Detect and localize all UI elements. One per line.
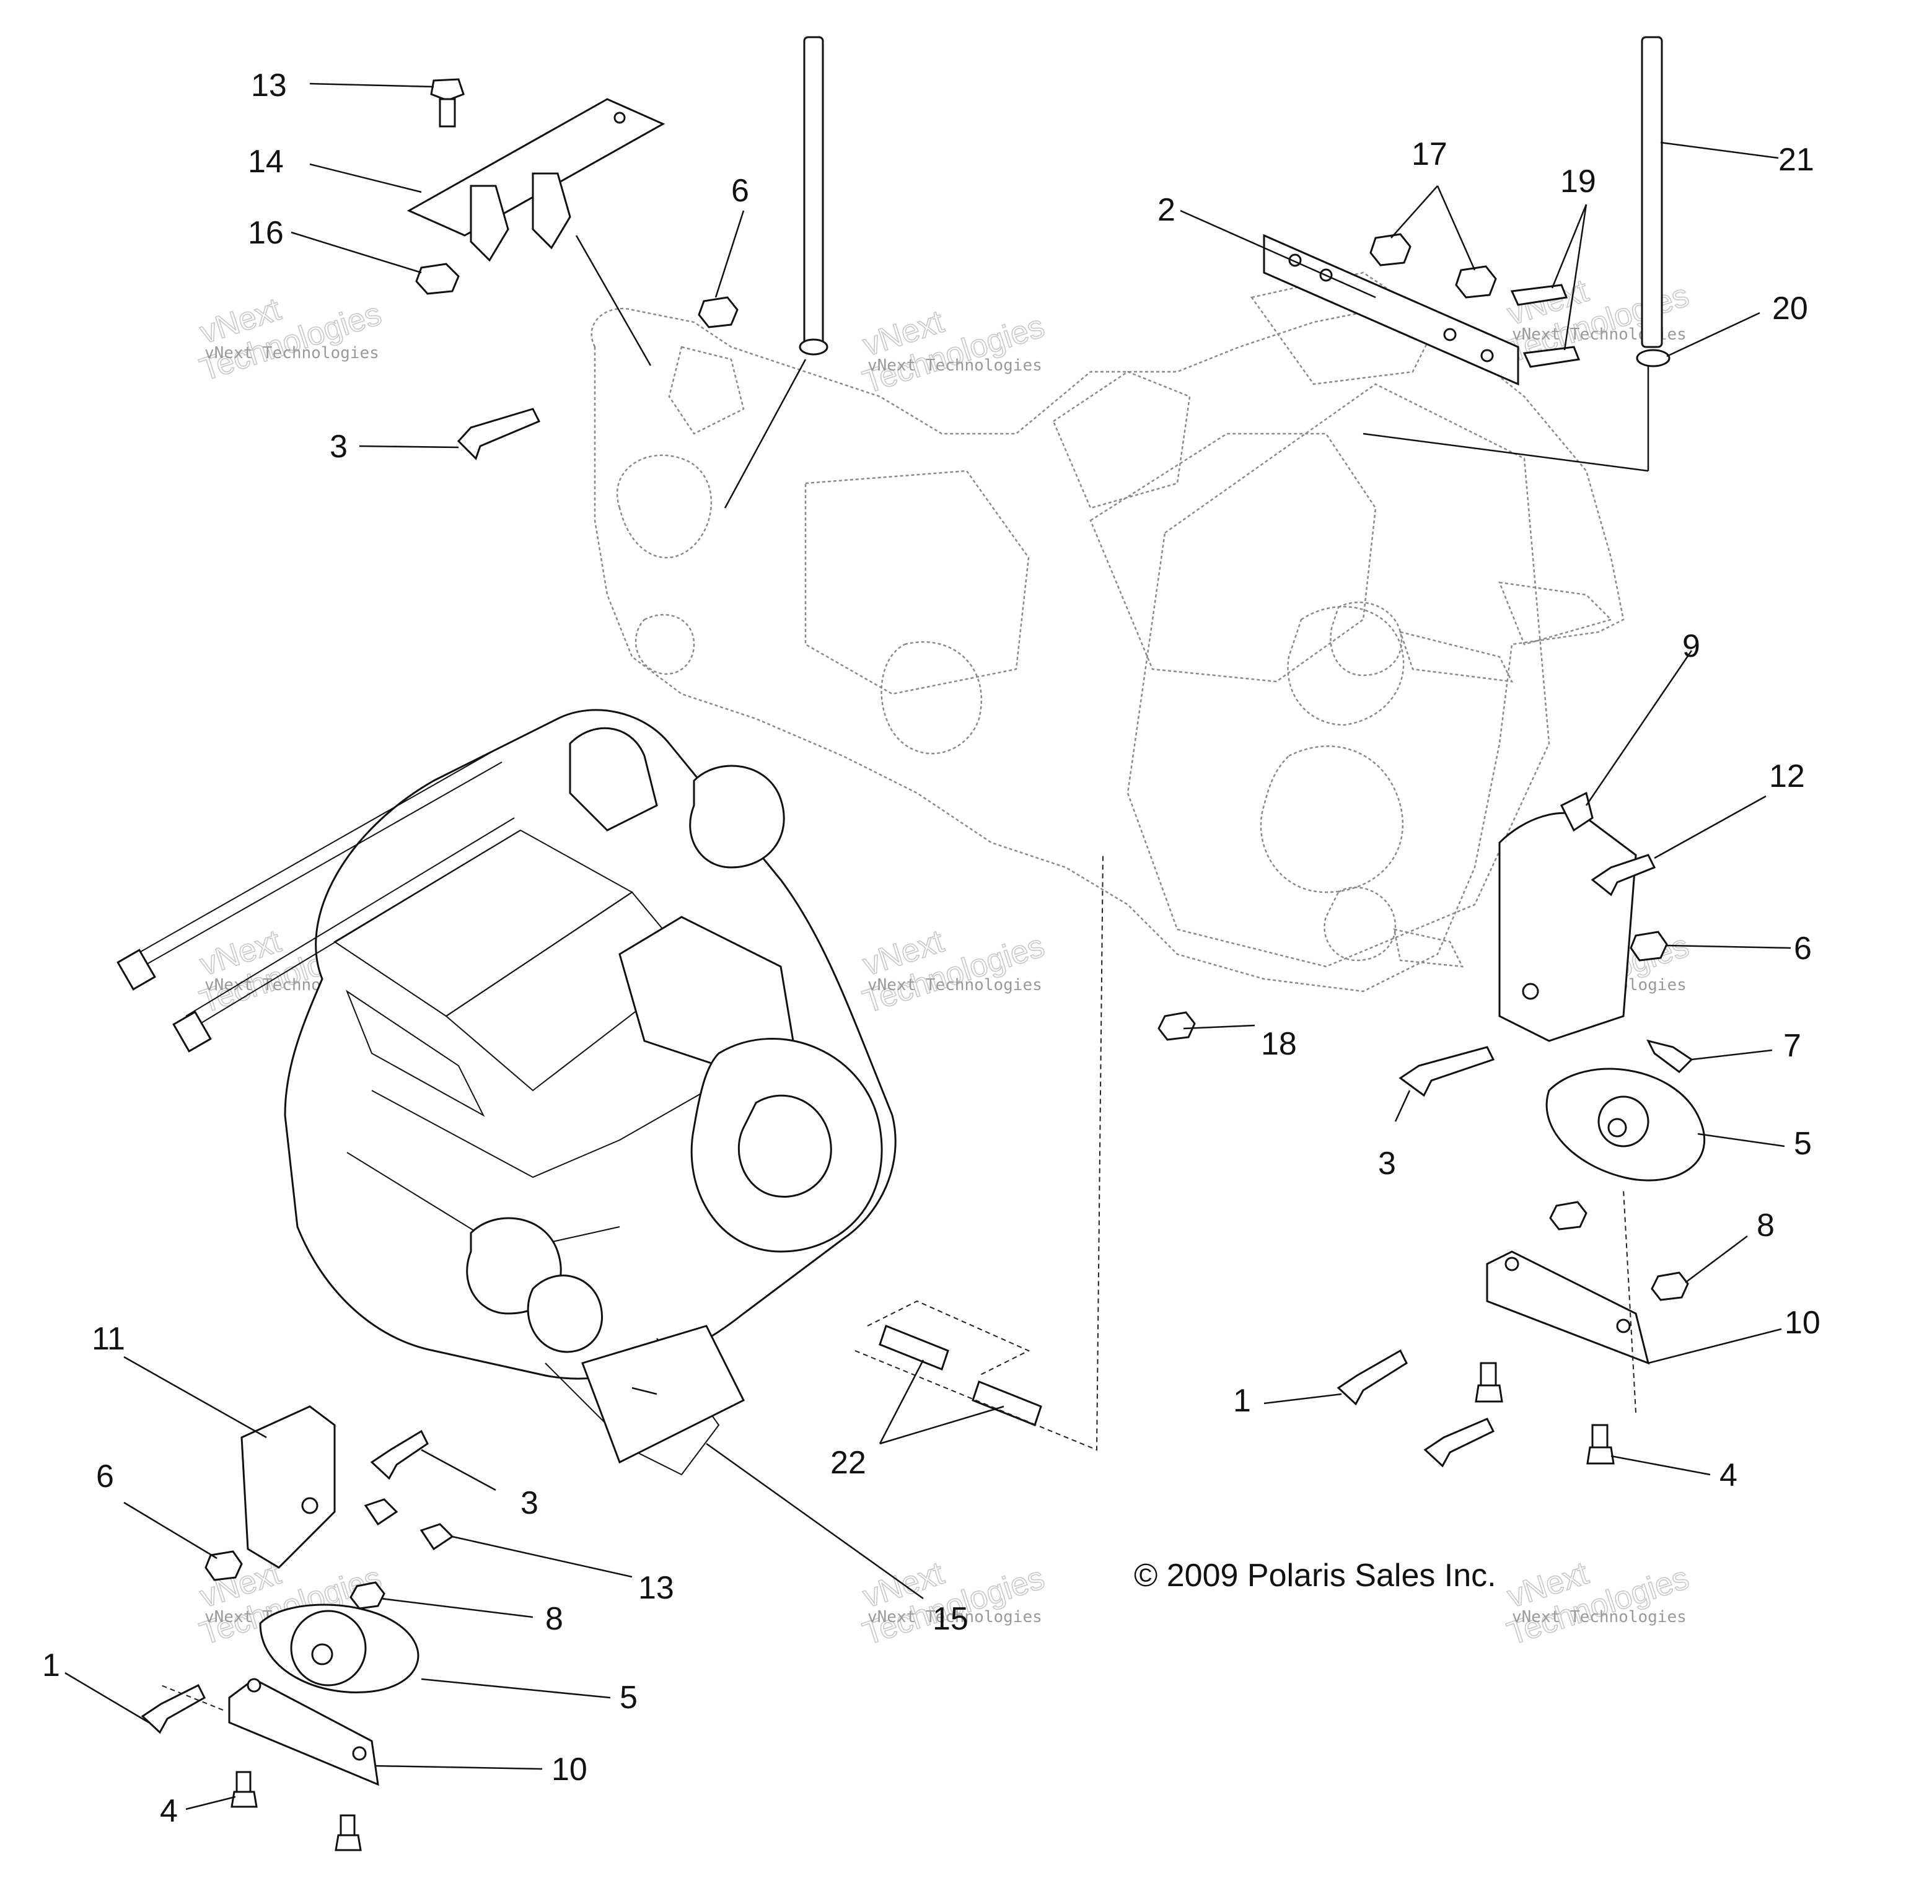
callout-3-lower: 3 xyxy=(520,1485,538,1521)
bolt-7 xyxy=(1646,1039,1693,1073)
bolt-19b xyxy=(1522,346,1581,368)
watermark: vNext Technologies vNext Technologies xyxy=(858,303,1049,401)
callout-17: 17 xyxy=(1412,136,1447,172)
callout-5-left: 5 xyxy=(620,1680,638,1716)
bolt-3-top xyxy=(457,408,541,460)
bracket-14 xyxy=(406,98,665,262)
callout-15: 15 xyxy=(933,1601,968,1637)
watermark-small: vNext Technologies xyxy=(867,356,1042,375)
nut-17a xyxy=(1369,233,1412,266)
copyright-text: © 2009 Polaris Sales Inc. xyxy=(1134,1558,1496,1594)
bolt-right-extra xyxy=(1423,1418,1495,1468)
nut-6-top xyxy=(698,296,739,328)
callout-21: 21 xyxy=(1778,142,1814,178)
callout-6-top: 6 xyxy=(731,173,749,209)
watermark-small: vNext Technologies xyxy=(1512,1608,1687,1626)
stud-22b xyxy=(972,1380,1042,1426)
watermark-small: vNext Technologies xyxy=(867,976,1042,994)
nut-16 xyxy=(415,263,460,295)
callout-2: 2 xyxy=(1157,192,1175,228)
rod-left xyxy=(799,36,828,356)
callout-19: 19 xyxy=(1560,164,1596,200)
callout-20: 20 xyxy=(1772,291,1808,327)
nut-6-right xyxy=(1630,931,1668,962)
callout-6-right: 6 xyxy=(1794,931,1812,967)
bolt-13-lower-b xyxy=(419,1523,454,1551)
bracket-11 xyxy=(240,1405,336,1569)
bolt-1-right xyxy=(1337,1349,1408,1406)
watermark-small: vNext Technologies xyxy=(204,344,379,362)
watermark: vNext Technologies vNext Technologies xyxy=(858,923,1049,1020)
callout-16: 16 xyxy=(248,215,284,251)
nut-17b xyxy=(1455,265,1497,299)
bolt-3-lower xyxy=(370,1429,429,1480)
leader-lines xyxy=(64,82,1791,1810)
bolt-4-right-a xyxy=(1475,1362,1503,1403)
callout-9: 9 xyxy=(1682,628,1700,664)
bolt-13-lower-a xyxy=(364,1498,398,1526)
bracket-9 xyxy=(1498,791,1637,1042)
bolt-4-left-a xyxy=(231,1771,258,1808)
callout-8-right: 8 xyxy=(1757,1208,1775,1244)
callout-3-top: 3 xyxy=(330,429,348,465)
watermark: vNext Technologies vNext Technologies xyxy=(1503,1555,1693,1652)
transmission-ghost xyxy=(591,271,1625,993)
nut-8-left xyxy=(349,1581,385,1610)
bolt-19a xyxy=(1510,284,1568,306)
callout-14: 14 xyxy=(248,144,284,180)
callout-10-left: 10 xyxy=(551,1752,587,1788)
bolt-13-top xyxy=(430,78,465,128)
callout-3-right: 3 xyxy=(1378,1146,1396,1182)
stud-22a xyxy=(879,1325,949,1371)
callout-13-lower: 13 xyxy=(638,1570,674,1606)
callout-12: 12 xyxy=(1769,758,1805,794)
mount-5-right xyxy=(1545,1068,1706,1182)
engine-assembly xyxy=(116,709,897,1476)
clip-20 xyxy=(1636,349,1671,367)
rod-right xyxy=(1641,36,1663,348)
callout-5-right: 5 xyxy=(1794,1126,1812,1162)
callout-22: 22 xyxy=(830,1445,866,1481)
callout-4-right: 4 xyxy=(1719,1457,1737,1493)
nut-18 xyxy=(1157,1011,1196,1041)
bolt-4-left-b xyxy=(335,1814,362,1851)
callout-6-left: 6 xyxy=(96,1459,114,1494)
callout-4-left: 4 xyxy=(160,1793,178,1829)
bolt-3-right xyxy=(1399,1046,1495,1097)
callout-8-left: 8 xyxy=(545,1601,563,1637)
callout-11: 11 xyxy=(92,1321,125,1357)
callouts: 13 14 16 6 3 2 17 19 21 20 9 12 6 7 3 5 … xyxy=(42,68,1820,1829)
bracket-10-left xyxy=(228,1678,379,1786)
bolt-4-right-b xyxy=(1586,1424,1615,1465)
bolt-1-left xyxy=(141,1683,206,1734)
watermark-small: vNext Technologies xyxy=(867,1608,1042,1626)
callout-18: 18 xyxy=(1261,1026,1297,1062)
watermark: vNext Technologies vNext Technologies xyxy=(195,291,386,388)
nut-6-left xyxy=(204,1550,243,1581)
callout-7: 7 xyxy=(1783,1028,1801,1064)
callout-10-right: 10 xyxy=(1785,1305,1820,1341)
bracket-10-right xyxy=(1486,1250,1650,1365)
nut-8-right xyxy=(1651,1271,1689,1301)
callout-1-right: 1 xyxy=(1233,1383,1251,1419)
callout-1-left: 1 xyxy=(42,1647,60,1683)
mount-5-left xyxy=(259,1603,419,1693)
bolt-12 xyxy=(1591,854,1656,897)
nut-right-extra xyxy=(1549,1201,1587,1231)
callout-13-top: 13 xyxy=(251,68,287,103)
assembly-lines xyxy=(160,854,1636,1711)
